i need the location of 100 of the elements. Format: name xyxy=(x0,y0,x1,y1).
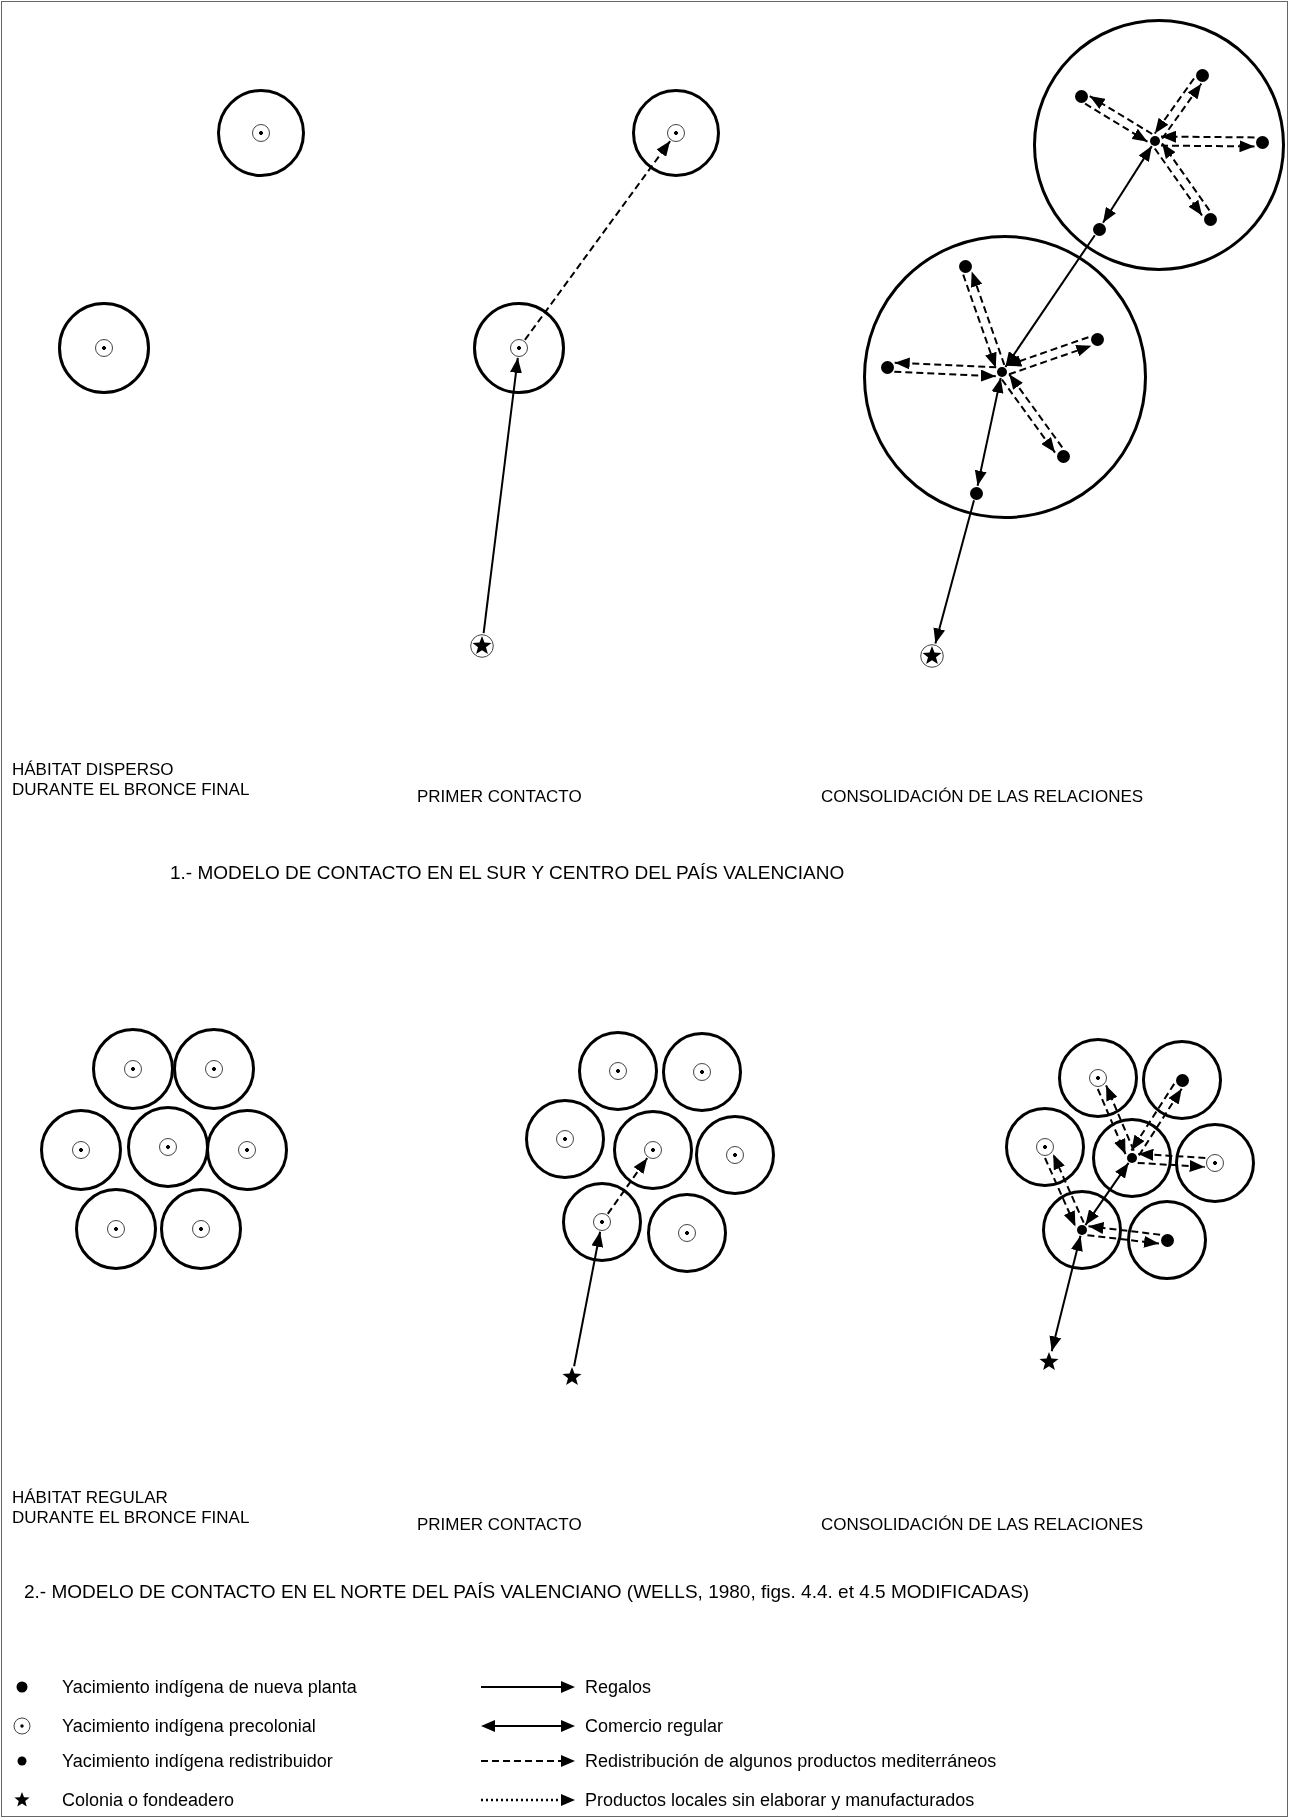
dashed-arrow xyxy=(1088,95,1154,135)
double-headed-arrow xyxy=(1049,1234,1083,1353)
arrow xyxy=(1004,234,1096,368)
dot-icon xyxy=(1203,212,1217,226)
caption-text: HÁBITAT DISPERSO DURANTE EL BRONCE FINAL xyxy=(12,760,250,800)
dot-icon xyxy=(880,360,894,374)
dashed-arrow xyxy=(1160,140,1256,153)
dashed-arrow xyxy=(606,1157,649,1215)
dot-icon xyxy=(1160,1233,1174,1247)
dot-icon xyxy=(1175,1073,1189,1087)
dot-icon xyxy=(1074,89,1088,103)
territory-circle xyxy=(217,89,305,177)
dot-icon xyxy=(1056,449,1070,463)
arrow xyxy=(933,499,975,645)
dashed-arrow xyxy=(893,357,998,370)
territory-circle xyxy=(40,1109,122,1191)
star-icon xyxy=(562,1367,582,1387)
territory-circle xyxy=(1058,1038,1138,1118)
territory-circle xyxy=(206,1109,288,1191)
circled-dot-icon xyxy=(159,1138,177,1156)
territory-circle xyxy=(1033,19,1285,271)
dashed-arrow xyxy=(1138,1087,1183,1157)
dashed-arrow xyxy=(1008,344,1093,376)
dashed-arrow xyxy=(1161,142,1211,212)
circled-dot-icon xyxy=(107,1220,125,1238)
dot-icon xyxy=(1195,68,1209,82)
arrow xyxy=(482,356,522,635)
territory-circle xyxy=(662,1032,742,1112)
dashed-arrow xyxy=(1096,1088,1127,1156)
dashed-arrow xyxy=(1000,378,1056,454)
circled-star-icon xyxy=(920,644,944,668)
territory-circle xyxy=(160,1188,242,1270)
caption-text: PRIMER CONTACTO xyxy=(417,1515,582,1535)
territory-circle xyxy=(75,1188,157,1270)
legend-text: Colonia o fondeadero xyxy=(62,1789,235,1811)
territory-circle xyxy=(632,89,720,177)
territory-circle xyxy=(1175,1123,1255,1203)
territory-circle xyxy=(863,235,1147,519)
circled-dot-icon xyxy=(667,124,685,142)
legend-text: Yacimiento indígena redistribuidor xyxy=(62,1750,333,1772)
caption-text: HÁBITAT REGULAR DURANTE EL BRONCE FINAL xyxy=(12,1488,251,1528)
dashed-arrow xyxy=(1005,336,1090,367)
circled-dot-icon xyxy=(192,1220,210,1238)
territory-circle xyxy=(578,1031,658,1111)
dot-icon xyxy=(1092,222,1106,236)
dashed-arrow xyxy=(1153,77,1195,135)
circled-dot-icon xyxy=(238,1141,256,1159)
dashed-arrow xyxy=(523,140,672,341)
small-dot-icon xyxy=(1077,1225,1087,1235)
legend-text: Regalos xyxy=(585,1676,652,1698)
dashed-arrow xyxy=(1130,1082,1176,1152)
dashed-arrow xyxy=(962,273,997,369)
legend-text: Redistribución de algunos productos mediterráneos xyxy=(585,1750,997,1772)
territory-circle xyxy=(613,1110,693,1190)
small-dot-icon xyxy=(997,367,1007,377)
dashed-arrow xyxy=(893,369,997,382)
dashed-arrow xyxy=(1161,82,1203,140)
circled-dot-icon xyxy=(593,1213,611,1231)
double-headed-arrow xyxy=(1084,1161,1130,1227)
dashed-arrow xyxy=(1008,373,1064,449)
dashed-arrow xyxy=(1052,1153,1085,1224)
territory-circle xyxy=(1042,1190,1122,1270)
territory-circle xyxy=(1142,1040,1222,1120)
legend-text: Comercio regular xyxy=(585,1715,724,1737)
circled-dot-icon xyxy=(72,1141,90,1159)
small-dot-icon xyxy=(1150,136,1160,146)
circled-dot-icon xyxy=(644,1141,662,1159)
circled-dot-icon xyxy=(1089,1069,1107,1087)
circled-dot-icon xyxy=(510,339,528,357)
caption-text: CONSOLIDACIÓN DE LAS RELACIONES xyxy=(821,1515,1144,1535)
territory-circle xyxy=(647,1193,727,1273)
territory-circle xyxy=(1092,1118,1172,1198)
territory-circle xyxy=(92,1028,174,1110)
dashed-arrow xyxy=(1160,130,1256,143)
dashed-arrow xyxy=(1084,102,1149,143)
territory-circle xyxy=(562,1182,642,1262)
circled-dot-icon xyxy=(1206,1154,1224,1172)
small-dot-icon xyxy=(1127,1153,1137,1163)
dashed-arrow xyxy=(1136,1160,1206,1172)
circled-dot-icon xyxy=(252,124,270,142)
territory-circle xyxy=(473,302,565,394)
territory-circle xyxy=(58,302,150,394)
circled-dot-icon xyxy=(726,1146,744,1164)
dashed-arrow xyxy=(1105,1084,1135,1152)
circled-dot-icon xyxy=(124,1060,142,1078)
arrow xyxy=(573,1230,604,1368)
circled-dot-icon xyxy=(205,1060,223,1078)
circled-star-icon xyxy=(470,634,494,658)
double-headed-arrow xyxy=(974,376,1004,487)
territory-circle xyxy=(1005,1107,1085,1187)
heading: 2.- MODELO DE CONTACTO EN EL NORTE DEL PAÍS VALENCIANO (WELLS, 1980, figs. 4.4. et 4.5 MODIFICADAS) xyxy=(24,1580,1031,1603)
territory-circle xyxy=(173,1028,255,1110)
legend-text: Yacimiento indígena precolonial xyxy=(62,1715,316,1737)
star-icon xyxy=(1039,1352,1059,1372)
dashed-arrow xyxy=(1153,147,1203,217)
territory-circle xyxy=(525,1099,605,1179)
heading: 1.- MODELO DE CONTACTO EN EL SUR Y CENTRO DEL PAÍS VALENCIANO xyxy=(170,861,846,884)
dashed-arrow xyxy=(970,270,1006,366)
dashed-arrow xyxy=(1087,1222,1162,1236)
caption-text: PRIMER CONTACTO xyxy=(417,787,582,807)
